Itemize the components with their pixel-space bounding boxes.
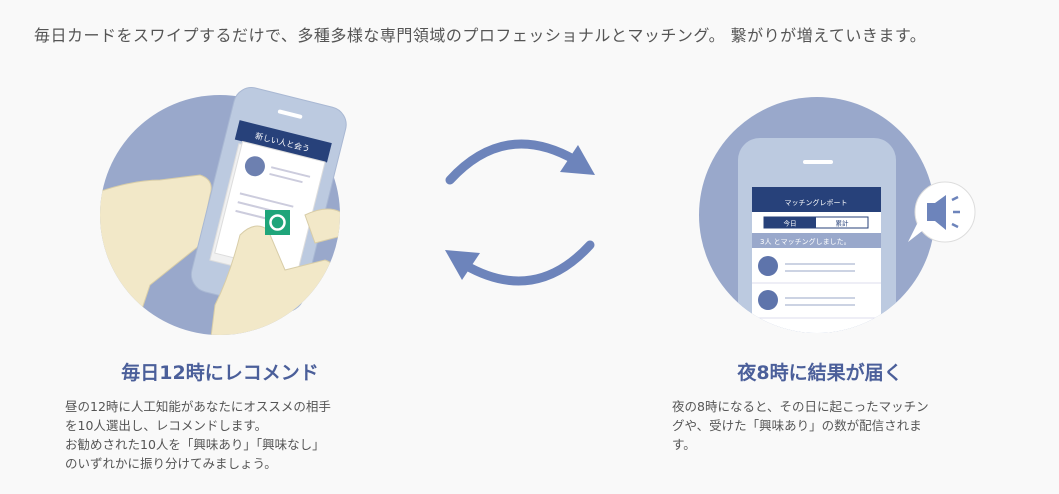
desc-line: す。	[672, 437, 696, 452]
desc-line: を10人選出し、レコメンドします。	[65, 418, 268, 433]
speaker-bubble-icon	[908, 181, 976, 243]
phone-header-right: マッチングレポート	[785, 198, 848, 207]
tab-today: 今日	[784, 219, 797, 228]
desc-line: のいずれかに振り分けてみましょう。	[65, 456, 277, 471]
report-description: 夜の8時になると、その日に起こったマッチン グや、受けた「興味あり」の数が配信さ…	[672, 397, 929, 454]
desc-line: お勧めされた10人を「興味あり」「興味なし」	[65, 437, 325, 452]
report-illustration: マッチングレポート 今日 累計 3人 とマッチングしました。	[699, 97, 976, 333]
intro-text: 毎日カードをスワイプするだけで、多種多様な専門領域のプロフェッショナルとマッチン…	[34, 26, 927, 45]
desc-line: 昼の12時に人工知能があなたにオススメの相手	[65, 399, 331, 414]
desc-line: 夜の8時になると、その日に起こったマッチン	[672, 399, 929, 414]
recommend-illustration: 新しい人と会う	[100, 87, 347, 335]
cycle-arrows-icon	[445, 139, 595, 286]
desc-line: グや、受けた「興味あり」の数が配信されま	[672, 418, 922, 433]
match-count-text: 3人 とマッチングしました。	[760, 237, 851, 246]
recommend-description: 昼の12時に人工知能があなたにオススメの相手 を10人選出し、レコメンドします。…	[65, 397, 331, 473]
recommend-title: 毎日12時にレコメンド	[121, 362, 319, 384]
tab-total: 累計	[836, 219, 850, 228]
report-title: 夜8時に結果が届く	[737, 362, 903, 384]
